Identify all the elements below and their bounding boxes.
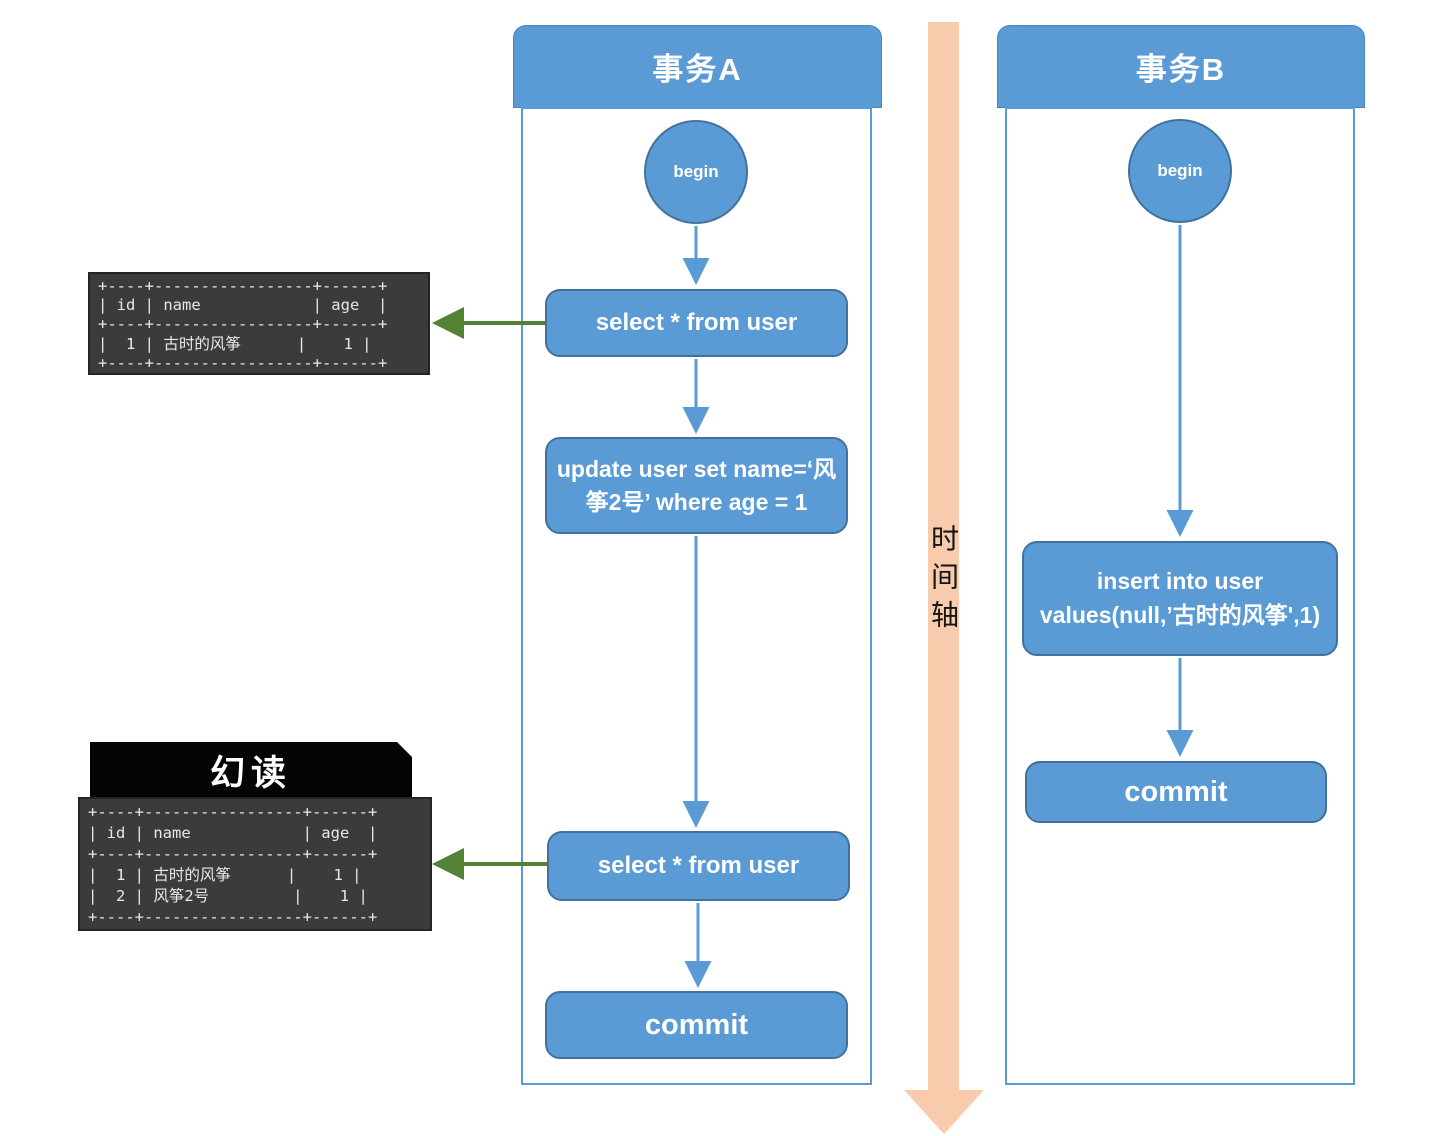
transaction-a-begin-node: begin bbox=[644, 120, 748, 224]
query-result-initial-text: +----+-----------------+------+ | id | n… bbox=[98, 277, 388, 372]
timeline-label: 时间轴 bbox=[927, 524, 960, 638]
transaction-a-header: 事务A bbox=[513, 25, 882, 108]
transaction-b-insert-node: insert into user values(null,’古时的风筝',1) bbox=[1022, 541, 1338, 656]
transaction-a-commit-node: commit bbox=[545, 991, 848, 1059]
transaction-b-commit-node: commit bbox=[1025, 761, 1327, 823]
transaction-a-update-label: update user set name=‘风筝2号’ where age = … bbox=[556, 455, 837, 515]
phantom-read-badge-label: 幻读 bbox=[209, 753, 292, 793]
query-result-phantom-text: +----+-----------------+------+ | id | n… bbox=[88, 803, 378, 926]
transaction-b-begin-label: begin bbox=[1157, 161, 1203, 180]
transaction-a-select2-label: select * from user bbox=[597, 852, 800, 879]
transaction-a-lane bbox=[521, 107, 872, 1085]
transaction-a-commit-label: commit bbox=[644, 1008, 749, 1041]
transaction-b-insert-label: insert into user values(null,’古时的风筝',1) bbox=[1039, 568, 1321, 628]
query-result-phantom-terminal: +----+-----------------+------+ | id | n… bbox=[78, 797, 432, 931]
timeline-arrowhead-icon bbox=[904, 1090, 984, 1134]
transaction-b-header: 事务B bbox=[997, 25, 1365, 108]
transaction-a-select2-node: select * from user bbox=[547, 831, 850, 901]
transaction-a-begin-label: begin bbox=[673, 162, 719, 181]
transaction-b-commit-label: commit bbox=[1124, 775, 1228, 808]
transaction-a-select1-node: select * from user bbox=[545, 289, 848, 357]
transaction-a-update-node: update user set name=‘风筝2号’ where age = … bbox=[545, 437, 848, 534]
query-result-initial-terminal: +----+-----------------+------+ | id | n… bbox=[88, 272, 430, 375]
transaction-b-begin-node: begin bbox=[1128, 119, 1232, 223]
phantom-read-badge: 幻读 bbox=[90, 742, 412, 798]
transaction-b-title: 事务B bbox=[1135, 52, 1227, 87]
transaction-b-lane bbox=[1005, 107, 1355, 1085]
transaction-a-select1-label: select * from user bbox=[595, 309, 798, 336]
timeline-band bbox=[928, 22, 959, 1090]
transaction-a-title: 事务A bbox=[652, 52, 743, 87]
